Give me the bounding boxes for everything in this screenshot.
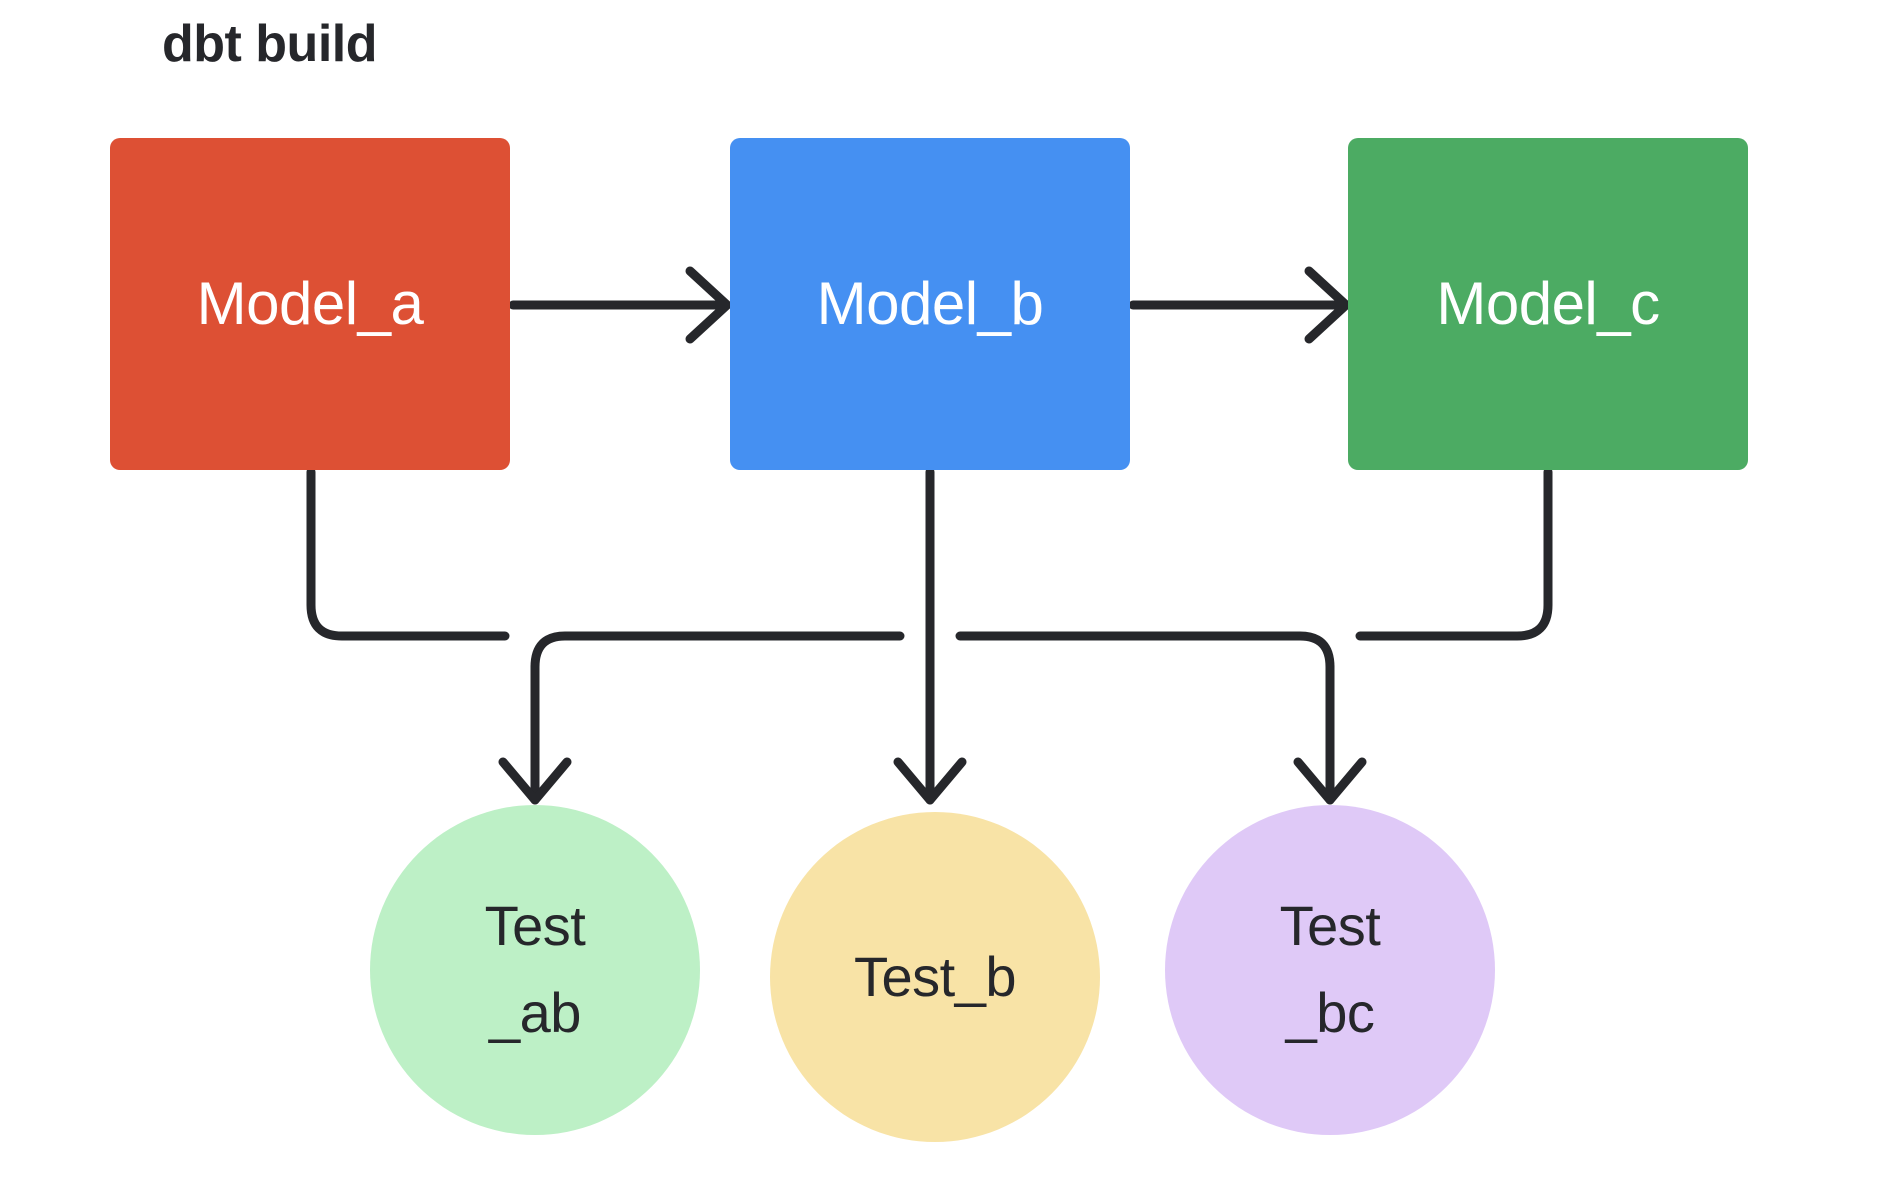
node-model-a-label: Model_a: [196, 270, 424, 337]
node-test-ab-label: Test _ab: [484, 894, 586, 1044]
edge-drop-test-ab: [498, 662, 572, 805]
node-model-c-label: Model_c: [1436, 270, 1660, 337]
edge-model-c-to-test-bc: [1355, 467, 1553, 641]
node-test-b-label: Test_b: [854, 944, 1017, 1008]
node-test-bc[interactable]: Test _bc: [1165, 805, 1495, 1135]
node-model-a[interactable]: Model_a: [110, 138, 510, 470]
edge-model-b-to-model-c: [1128, 266, 1351, 344]
edge-model-a-to-model-b: [508, 266, 732, 344]
node-test-ab[interactable]: Test _ab: [370, 805, 700, 1135]
edge-model-b-to-test-ab: [530, 631, 905, 795]
node-test-b[interactable]: Test_b: [770, 812, 1100, 1142]
edge-drop-test-bc: [1293, 662, 1367, 805]
node-model-b[interactable]: Model_b: [730, 138, 1130, 470]
edge-model-b-to-test-b: [893, 467, 967, 805]
page-title: dbt build: [162, 15, 377, 73]
edge-model-a-to-test-ab: [306, 467, 510, 641]
edge-model-b-to-test-bc: [955, 631, 1335, 795]
node-test-bc-label: Test _bc: [1279, 894, 1381, 1044]
node-model-b-label: Model_b: [816, 270, 1044, 337]
node-model-c[interactable]: Model_c: [1348, 138, 1748, 470]
